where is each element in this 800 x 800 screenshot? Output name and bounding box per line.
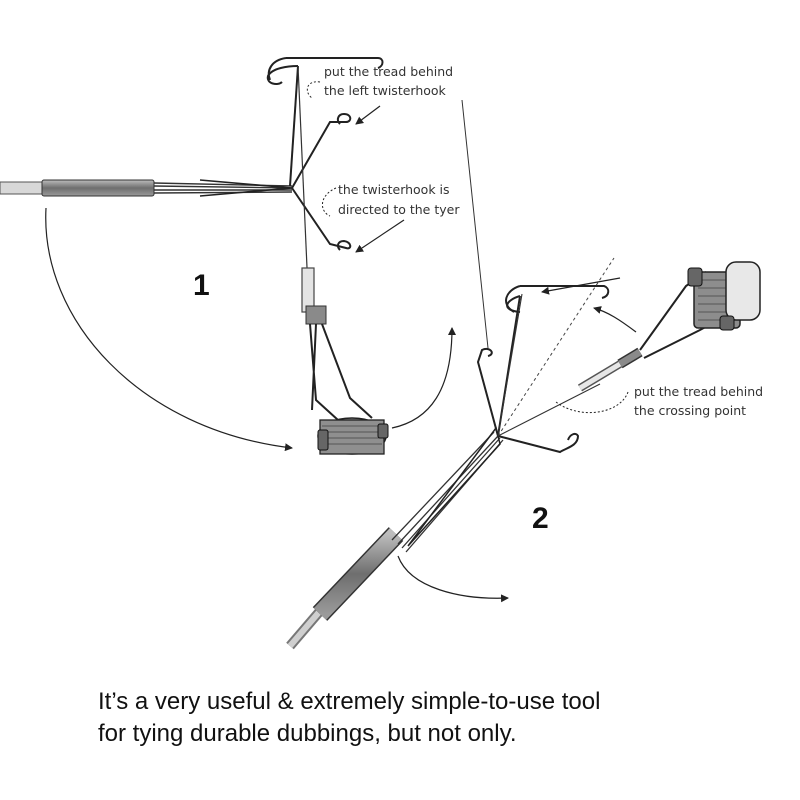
leader-line [461,99,489,349]
rotation-arrow-1 [45,207,293,452]
pointer-arrow-crossing [555,391,629,414]
annotation-crossing-line2: the crossing point [634,403,746,418]
annotation-directed: the twisterhook is directed to the tyer [338,182,460,217]
twister-hooks-1 [266,57,384,251]
annotation-left-hook-line1: put the tread behind [324,64,453,79]
step-number-2: 2 [532,502,549,535]
bobbin-1 [301,267,389,455]
annotation-crossing-line1: put the tread behind [634,384,763,399]
caption-line-2: for tying durable dubbings, but not only… [98,720,517,747]
dubbing-twister-diagram: 1 put the tread behind the left twisterh… [0,57,763,650]
pointer-arrow-fig2-top [541,277,621,295]
step-number-1: 1 [193,269,210,302]
thread-2 [497,293,601,437]
pointer-arrow-fig2-mid [593,306,637,333]
caption: It’s a very useful & extremely simple-to… [98,686,758,750]
bobbin-2 [577,261,761,392]
thread-1 [297,65,309,291]
caption-line-1: It’s a very useful & extremely simple-to… [98,688,601,715]
rotation-arrow-2 [397,555,509,603]
crossing-line [497,257,615,437]
twister-hooks-2 [476,285,610,454]
pointer-arrow-directed-curl [322,187,337,217]
annotation-crossing: put the tread behind the crossing point [634,384,763,418]
tool-shaft-2 [286,426,504,650]
pointer-arrow-label-up [306,81,321,99]
rotation-arrow-1b [391,327,456,429]
annotation-directed-line2: directed to the tyer [338,202,460,217]
annotation-left-hook: put the tread behind the left twisterhoo… [324,64,453,98]
annotation-directed-line1: the twisterhook is [338,182,450,197]
figure-1 [0,57,389,455]
figure-2 [286,257,761,650]
tool-shaft-1 [0,179,293,197]
pointer-arrow-directed [355,219,405,253]
pointer-arrow-left-hook [355,105,381,125]
annotation-left-hook-line2: the left twisterhook [324,83,447,98]
